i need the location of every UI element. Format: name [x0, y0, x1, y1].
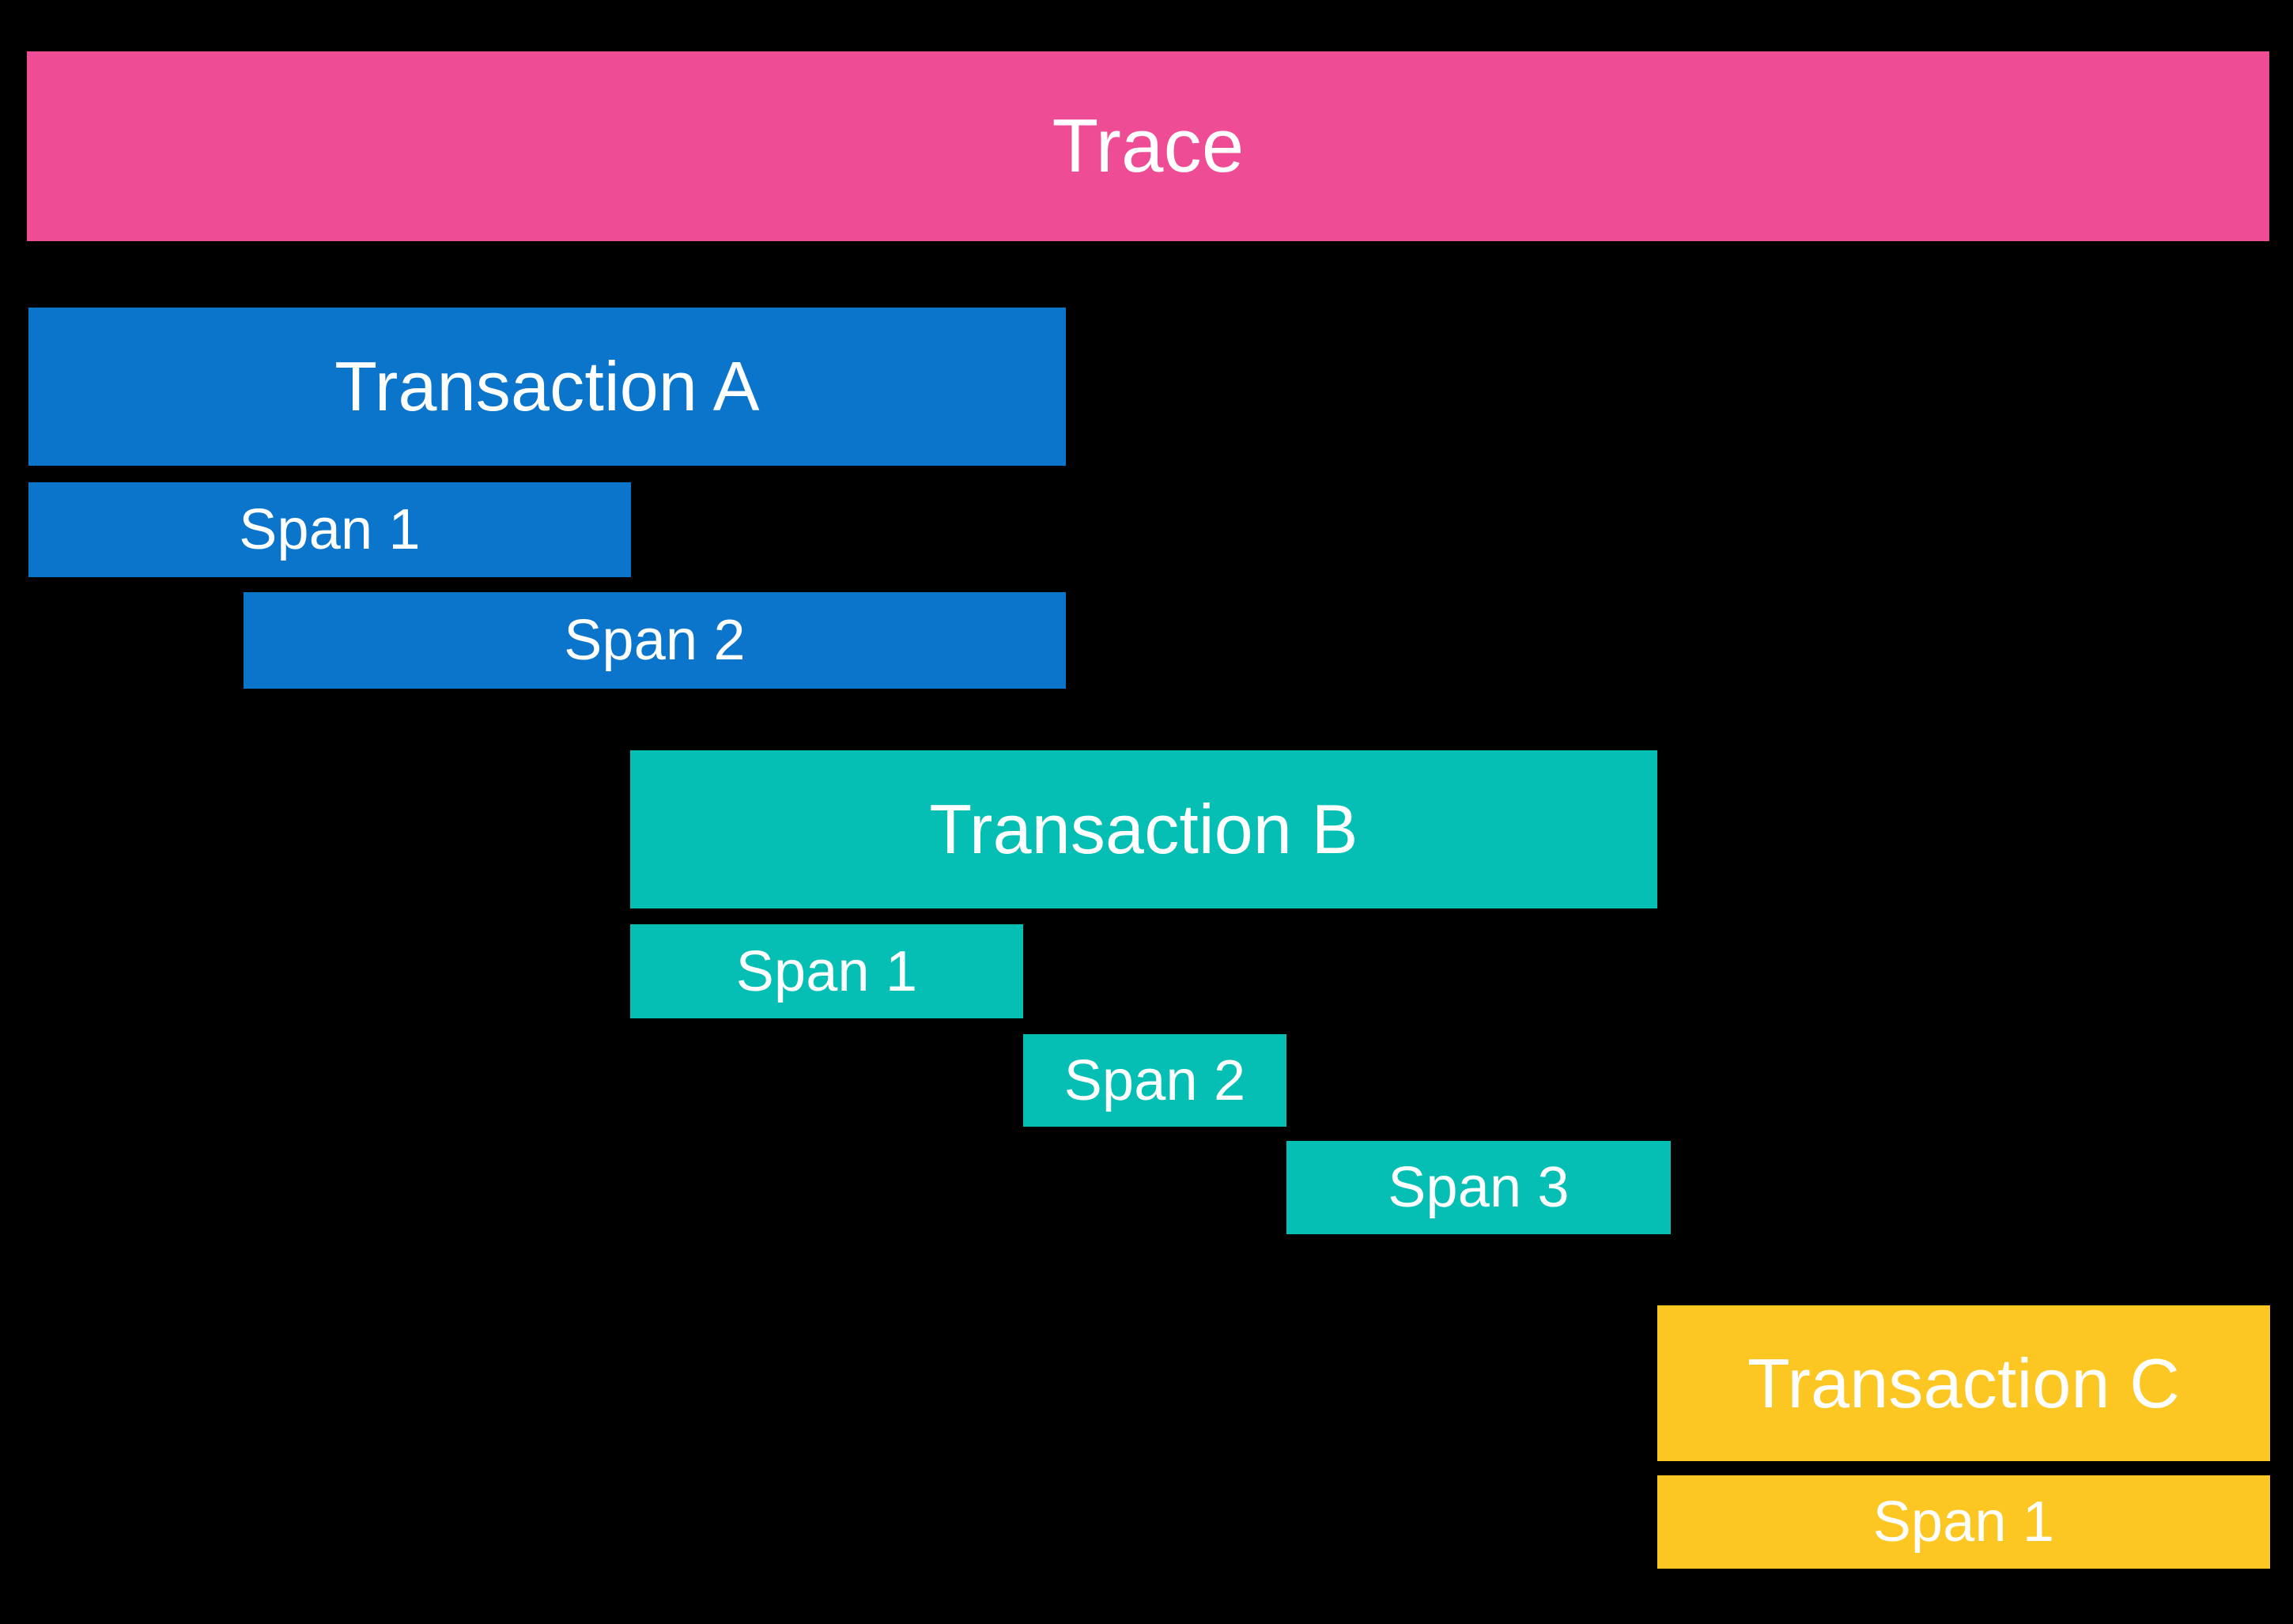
- transaction-b-span-2-label: Span 2: [1063, 1048, 1246, 1112]
- bar-transaction-a: Transaction A: [28, 308, 1066, 466]
- trace-label: Trace: [1052, 104, 1245, 188]
- bar-transaction-b-span-1: Span 1: [630, 924, 1023, 1018]
- bar-transaction-b: Transaction B: [630, 750, 1657, 908]
- transaction-c-label: Transaction C: [1747, 1343, 2181, 1422]
- transaction-a-span-2-label: Span 2: [564, 609, 746, 672]
- transaction-b-span-3-label: Span 3: [1388, 1156, 1570, 1219]
- transaction-c-span-1-label: Span 1: [1872, 1490, 2055, 1554]
- transaction-b-span-1-label: Span 1: [735, 939, 918, 1003]
- bar-trace: Trace: [27, 51, 2269, 241]
- transaction-a-label: Transaction A: [334, 347, 760, 425]
- bar-transaction-c: Transaction C: [1657, 1305, 2270, 1461]
- bar-transaction-a-span-2: Span 2: [244, 592, 1066, 689]
- bar-transaction-b-span-3: Span 3: [1286, 1141, 1671, 1234]
- transaction-a-span-1-label: Span 1: [239, 498, 421, 561]
- bar-transaction-a-span-1: Span 1: [28, 482, 631, 577]
- bar-transaction-c-span-1: Span 1: [1657, 1475, 2270, 1569]
- transaction-b-label: Transaction B: [929, 790, 1358, 868]
- bar-transaction-b-span-2: Span 2: [1023, 1034, 1286, 1127]
